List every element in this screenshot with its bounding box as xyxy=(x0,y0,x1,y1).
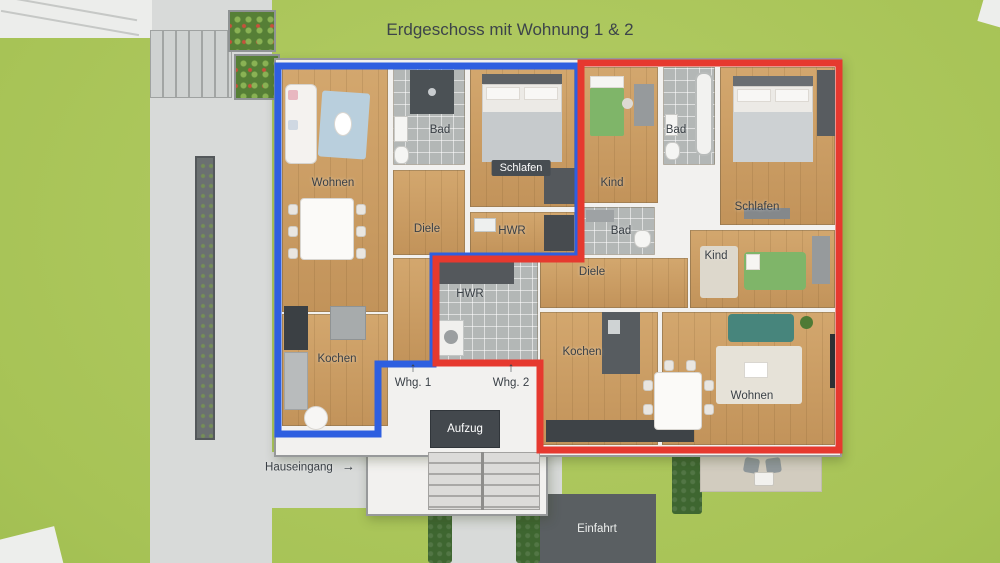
chair xyxy=(288,204,298,215)
chair xyxy=(356,204,366,215)
pillow xyxy=(486,87,520,100)
utility-sink xyxy=(474,218,496,232)
vanity xyxy=(586,210,614,222)
chair xyxy=(643,404,653,415)
kids-bed xyxy=(590,88,624,136)
room-label-schlafen-whg2: Schlafen xyxy=(734,201,780,213)
room-label-bad1-whg2: Bad xyxy=(665,124,687,136)
room-label-bad2-whg2: Bad xyxy=(610,225,632,237)
whg2-entrance-label: Whg. 2 xyxy=(492,377,530,389)
room-label-kochen-whg2: Kochen xyxy=(562,346,602,358)
pillow xyxy=(746,254,760,270)
corner-path xyxy=(0,526,64,563)
kitchen-island xyxy=(330,306,366,340)
exterior-stairs xyxy=(150,30,232,98)
utility-counter xyxy=(438,262,514,284)
room-diele-whg1 xyxy=(393,170,465,255)
house-entrance-label: Hauseingang xyxy=(265,461,333,474)
driveway-label: Einfahrt xyxy=(577,522,617,535)
hedge xyxy=(672,452,702,514)
room-label-wohnen-whg2: Wohnen xyxy=(730,390,774,402)
room-label-kochen-whg1: Kochen xyxy=(317,353,357,365)
sink xyxy=(394,116,408,142)
chair xyxy=(356,248,366,259)
elevator-box: Aufzug xyxy=(430,410,500,448)
chair xyxy=(622,98,633,109)
tv xyxy=(830,334,835,388)
sofa xyxy=(728,314,794,342)
pillow xyxy=(590,76,624,88)
chair xyxy=(704,380,714,391)
terrace-table xyxy=(754,472,774,486)
elevator-label: Aufzug xyxy=(447,423,483,435)
corridor-whg1 xyxy=(393,258,431,363)
coffee-table xyxy=(744,362,768,378)
room-label-diele-whg2: Diele xyxy=(578,266,606,278)
page-title: Erdgeschoss mit Wohnung 1 & 2 xyxy=(386,20,634,39)
room-label-wohnen-whg1: Wohnen xyxy=(311,177,355,189)
path-below-stairs xyxy=(450,508,518,563)
chair xyxy=(643,380,653,391)
chair xyxy=(686,360,696,371)
planter-box xyxy=(228,10,276,52)
plant xyxy=(800,316,813,329)
island-sink xyxy=(608,320,620,334)
chair xyxy=(356,226,366,237)
pillow xyxy=(775,89,809,102)
pillow xyxy=(737,89,771,102)
duvet xyxy=(482,112,562,162)
coffee-table xyxy=(334,112,352,136)
room-label-hwr-whg1: HWR xyxy=(498,225,526,237)
desk xyxy=(634,84,654,126)
small-table xyxy=(304,406,328,430)
room-label-bad-whg1: Bad xyxy=(429,124,451,136)
whg2-direction-arrow: ↑ xyxy=(507,359,515,375)
desk xyxy=(812,236,830,284)
whg1-entrance-label: Whg. 1 xyxy=(394,377,432,389)
chair xyxy=(704,404,714,415)
room-diele-whg2 xyxy=(540,258,688,308)
sofa-pillow xyxy=(288,90,298,100)
bathtub xyxy=(695,72,713,156)
bed-headboard xyxy=(733,76,813,86)
planter-strip xyxy=(195,156,215,440)
toilet xyxy=(665,142,680,160)
appliance xyxy=(544,215,574,251)
toilet xyxy=(394,146,409,164)
chair xyxy=(288,226,298,237)
interior-stairs xyxy=(428,452,540,510)
duvet xyxy=(733,112,813,162)
room-label-diele-whg1: Diele xyxy=(413,223,441,235)
pillow xyxy=(524,87,558,100)
chair xyxy=(664,360,674,371)
shower-head xyxy=(428,88,436,96)
wardrobe xyxy=(817,70,835,136)
house-entrance-arrow-icon: → xyxy=(341,458,355,474)
chair xyxy=(288,248,298,259)
room-label-hwr-whg2: HWR xyxy=(456,288,484,300)
kitchen-counter xyxy=(284,352,308,410)
toilet xyxy=(634,230,651,248)
room-label-kind2-whg2: Kind xyxy=(704,250,728,262)
dining-table xyxy=(300,198,354,260)
bed-headboard xyxy=(482,74,562,84)
room-label-schlafen-whg1: Schlafen xyxy=(491,160,551,176)
whg1-direction-arrow: ↑ xyxy=(409,359,417,375)
fridge xyxy=(284,306,308,350)
dining-table xyxy=(654,372,702,430)
sofa-pillow xyxy=(288,120,298,130)
house-entrance-annotation: Hauseingang → xyxy=(265,459,355,474)
driveway-area: Einfahrt xyxy=(538,494,656,563)
washing-machine-door xyxy=(444,330,458,344)
stair-rail xyxy=(481,452,484,510)
room-label-kind1-whg2: Kind xyxy=(600,177,624,189)
